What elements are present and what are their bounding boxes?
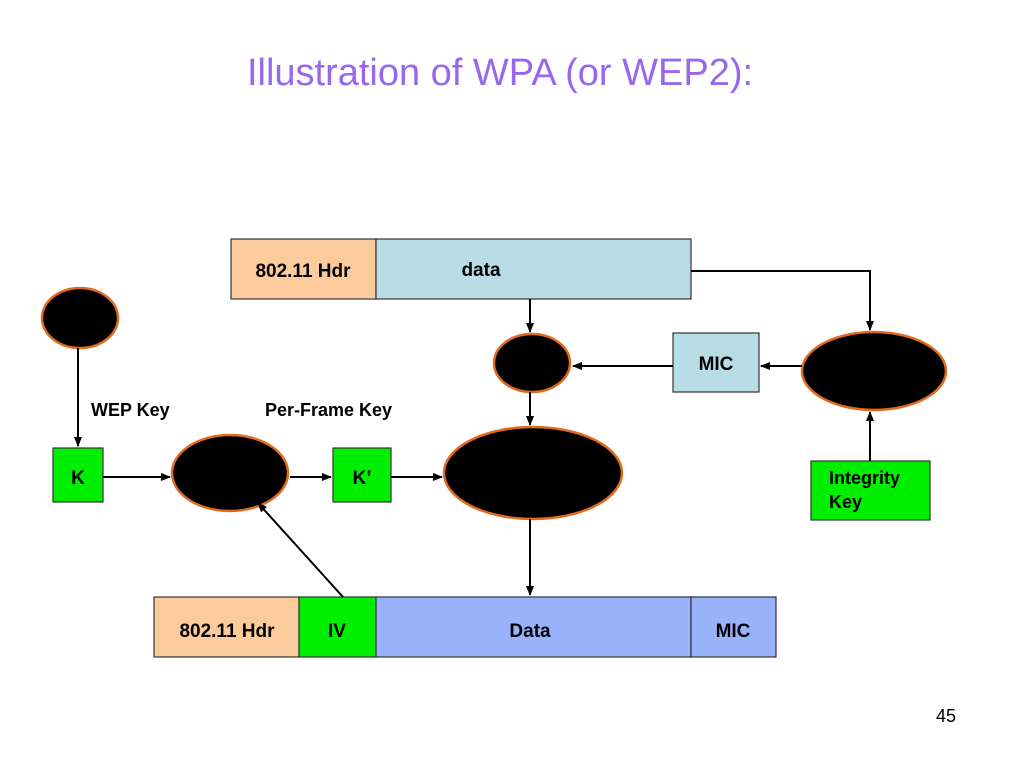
top-frame: 802.11 Hdr data — [230, 238, 692, 300]
bottom-frame-data — [375, 596, 692, 658]
arrow-iv-to-mix — [257, 502, 344, 598]
integrity-key-box — [810, 460, 931, 521]
bottom-frame-header — [153, 596, 300, 658]
per-frame-key-label: Per-Frame Key — [265, 400, 392, 420]
xor-op — [492, 332, 572, 394]
mic-box — [672, 332, 760, 393]
michael-mic-op — [800, 330, 948, 412]
wep-key-label: WEP Key — [91, 400, 170, 420]
integrity-key-label-line1: Integrity — [829, 468, 900, 488]
bottom-frame-data-label: Data — [509, 621, 551, 642]
slide-title: Illustration of WPA (or WEP2): — [246, 52, 754, 94]
key-mixing-op — [170, 433, 290, 513]
rc4-encrypt-op — [442, 425, 624, 521]
k-box-label: K — [71, 468, 85, 489]
top-frame-data — [375, 238, 692, 300]
master-key-op — [40, 286, 120, 350]
integrity-key-label-line2: Key — [829, 492, 862, 512]
arrow-data-to-michael — [691, 270, 874, 331]
k-box — [52, 447, 104, 503]
bottom-frame-mic — [690, 596, 777, 658]
bottom-frame-iv-label: IV — [328, 621, 346, 642]
top-frame-header-label: 802.11 Hdr — [255, 261, 351, 282]
k-prime-box — [332, 447, 392, 503]
k-prime-box-label: K’ — [353, 468, 372, 489]
page-number: 45 — [936, 706, 957, 726]
top-frame-header — [230, 238, 377, 300]
top-frame-data-label: data — [461, 260, 501, 281]
mic-box-label: MIC — [699, 354, 734, 375]
bottom-frame-mic-label: MIC — [716, 621, 751, 642]
bottom-frame-header-label: 802.11 Hdr — [179, 621, 275, 642]
bottom-frame: 802.11 Hdr IV Data MIC — [153, 596, 777, 658]
